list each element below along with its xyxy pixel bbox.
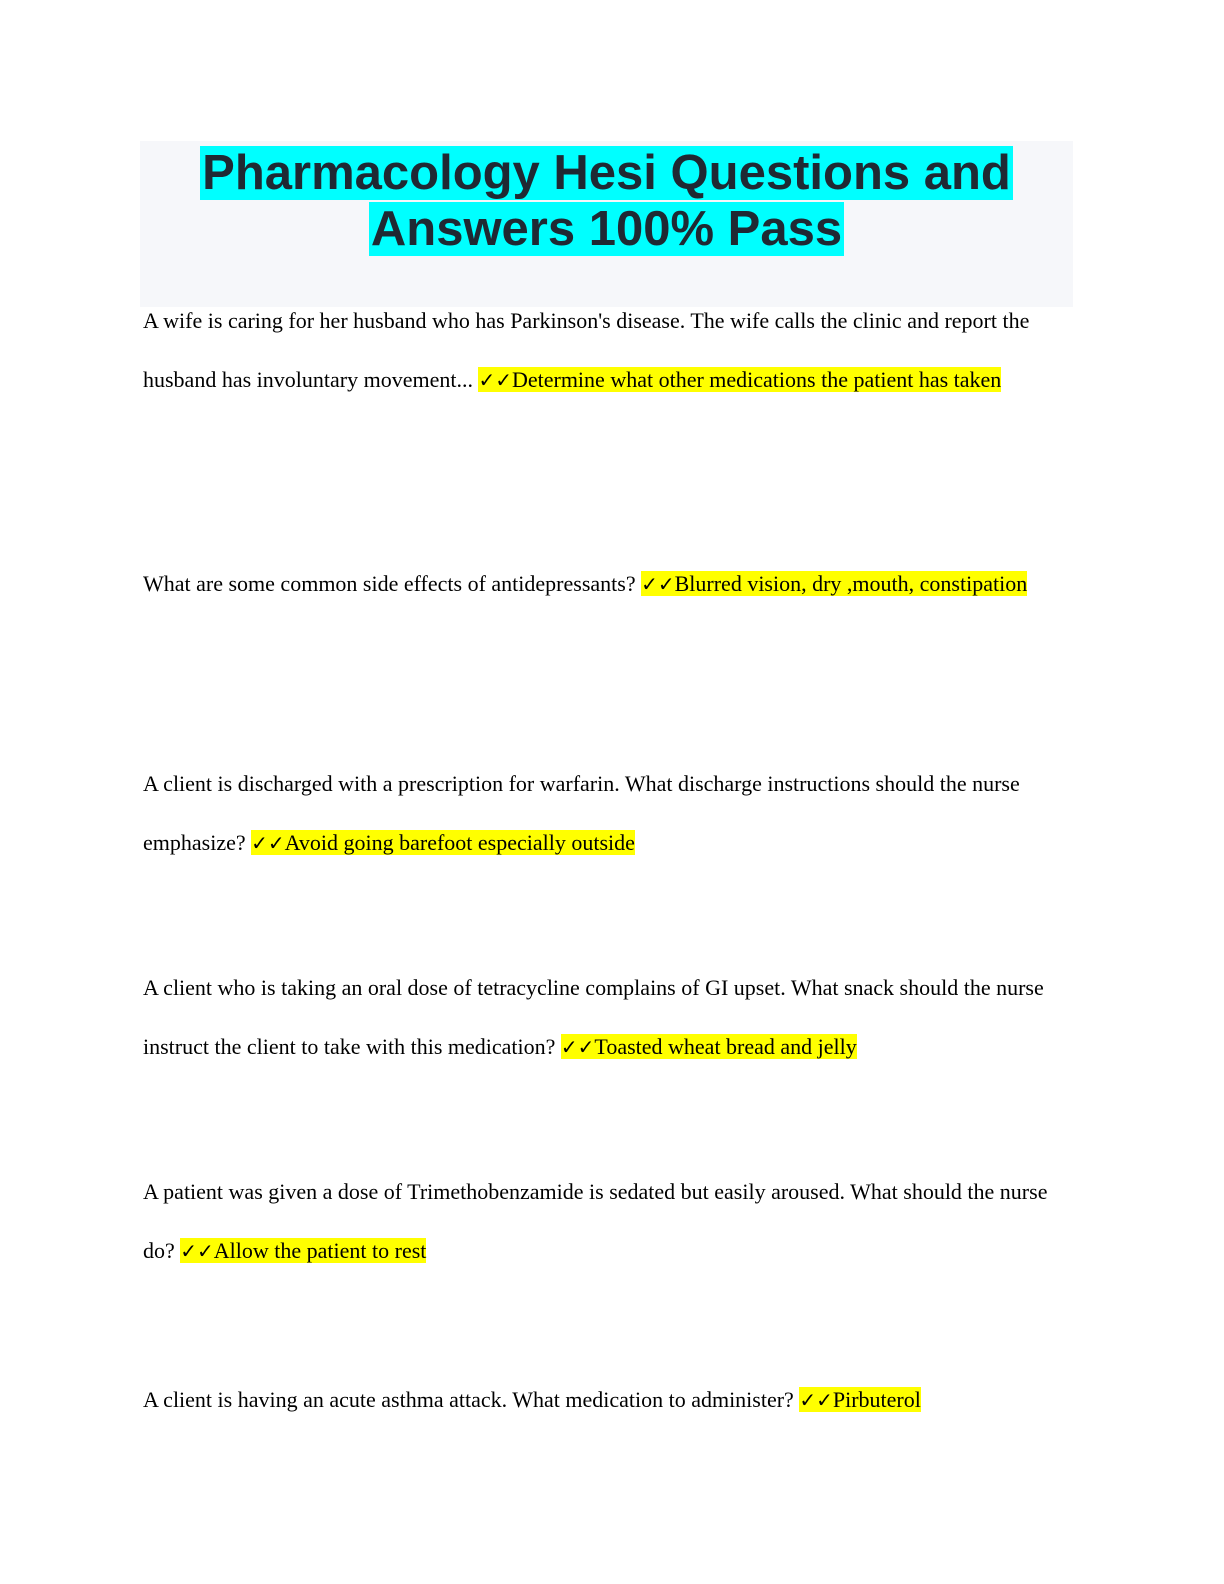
question-text: A client who is taking an oral dose of t… <box>143 975 1044 1059</box>
answer-highlight: ✓✓Determine what other medications the p… <box>478 367 1002 392</box>
answer-text: Toasted wheat bread and jelly <box>594 1034 857 1059</box>
title-box: Pharmacology Hesi Questions and Answers … <box>140 141 1073 307</box>
question-text: What are some common side effects of ant… <box>143 571 636 596</box>
answer-text: Pirbuterol <box>832 1387 921 1412</box>
answer-highlight: ✓✓Blurred vision, dry ,mouth, constipati… <box>641 571 1028 596</box>
answer-highlight: ✓✓Allow the patient to rest <box>180 1238 427 1263</box>
answer-text: Allow the patient to rest <box>213 1238 427 1263</box>
qa-item-4: A client who is taking an oral dose of t… <box>143 958 1083 1077</box>
qa-item-6: A client is having an acute asthma attac… <box>143 1370 1083 1430</box>
document-title: Pharmacology Hesi Questions and Answers … <box>140 141 1073 257</box>
question-text: A wife is caring for her husband who has… <box>143 308 1030 392</box>
answer-highlight: ✓✓Avoid going barefoot especially outsid… <box>251 830 635 855</box>
answer-text: Avoid going barefoot especially outside <box>284 830 635 855</box>
double-check-icon: ✓✓ <box>180 1239 214 1263</box>
question-text: A patient was given a dose of Trimethobe… <box>143 1179 1048 1263</box>
title-line-2: Answers 100% Pass <box>368 202 845 256</box>
double-check-icon: ✓✓ <box>251 831 285 855</box>
qa-item-5: A patient was given a dose of Trimethobe… <box>143 1162 1083 1281</box>
answer-text: Determine what other medications the pat… <box>511 367 1002 392</box>
answer-highlight: ✓✓Toasted wheat bread and jelly <box>560 1034 857 1059</box>
answer-highlight: ✓✓Pirbuterol <box>799 1387 921 1412</box>
qa-item-1: A wife is caring for her husband who has… <box>143 291 1083 410</box>
double-check-icon: ✓✓ <box>641 572 675 596</box>
double-check-icon: ✓✓ <box>560 1035 595 1059</box>
double-check-icon: ✓✓ <box>478 368 512 392</box>
double-check-icon: ✓✓ <box>799 1388 833 1412</box>
title-line-1: Pharmacology Hesi Questions and <box>200 146 1013 200</box>
qa-item-2: What are some common side effects of ant… <box>143 554 1083 614</box>
qa-item-3: A client is discharged with a prescripti… <box>143 754 1083 873</box>
question-text: A client is discharged with a prescripti… <box>143 771 1020 855</box>
question-text: A client is having an acute asthma attac… <box>143 1387 794 1412</box>
answer-text: Blurred vision, dry ,mouth, constipation <box>674 571 1028 596</box>
